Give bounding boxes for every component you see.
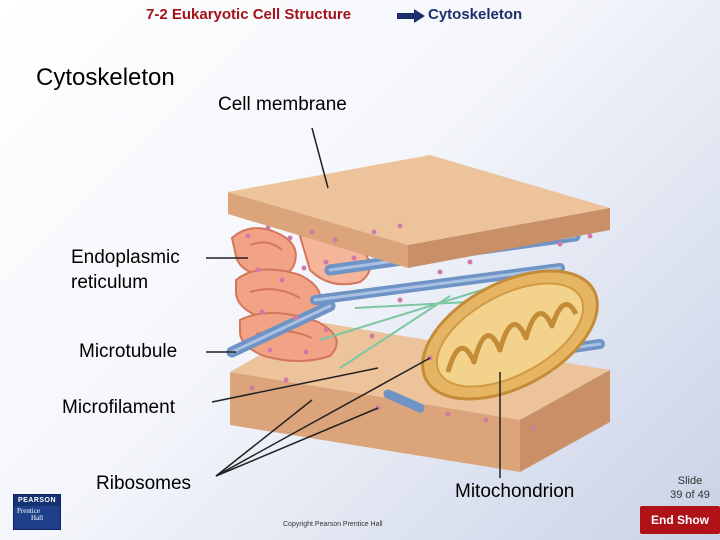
header-section-title: 7-2 Eukaryotic Cell Structure <box>146 6 352 23</box>
end-show-button[interactable]: End Show <box>640 506 720 534</box>
logo-line-1: Prentice <box>17 507 40 515</box>
mitochondrion <box>421 269 599 401</box>
label-endoplasmic: Endoplasmic <box>71 247 180 268</box>
slide-counter-value: 39 of 49 <box>670 489 710 501</box>
slide-title: Cytoskeleton <box>36 64 175 91</box>
logo-brand: PEARSON <box>14 495 60 506</box>
leader-lines <box>206 127 501 478</box>
label-mitochondrion: Mitochondrion <box>455 481 575 502</box>
top-membrane <box>228 155 610 268</box>
logo-line-2: Hall <box>31 514 44 522</box>
copyright-text: Copyright Pearson Prentice Hall <box>283 521 383 528</box>
label-cell-membrane: Cell membrane <box>218 94 347 115</box>
ribosomes <box>245 223 593 431</box>
arrow-right-icon <box>397 9 425 23</box>
slide-counter-label: Slide <box>677 475 703 487</box>
label-reticulum: reticulum <box>71 272 149 293</box>
endoplasmic-reticulum <box>230 227 371 362</box>
pearson-logo: PEARSON Prentice Hall <box>13 494 61 530</box>
label-ribosomes: Ribosomes <box>96 473 192 494</box>
header-topic: Cytoskeleton <box>428 6 523 23</box>
label-microfilament: Microfilament <box>62 397 175 418</box>
slide-counter: Slide 39 of 49 <box>662 474 718 502</box>
label-microtubule: Microtubule <box>79 341 178 362</box>
